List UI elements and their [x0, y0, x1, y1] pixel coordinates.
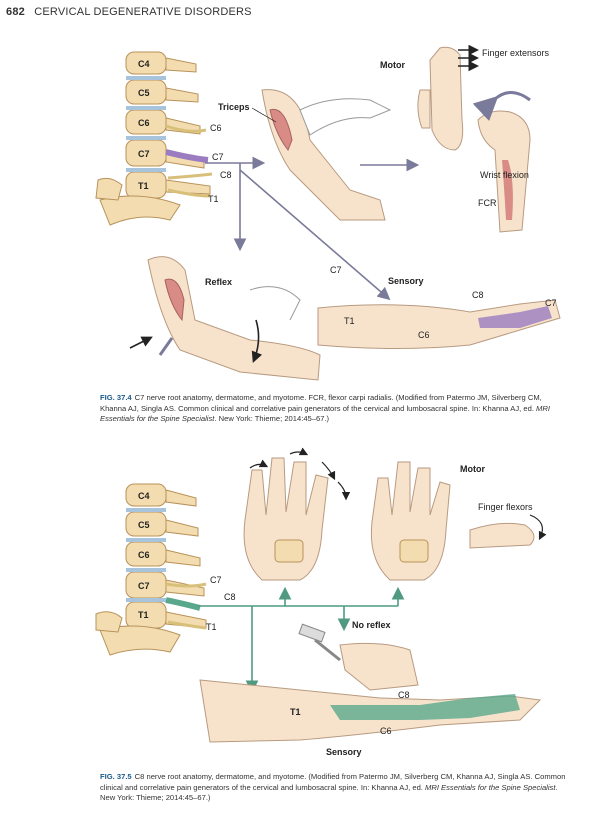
pathway-arrows: [205, 156, 420, 301]
dermatome-label: T1: [290, 707, 301, 717]
caption-book-title: MRI Essentials for the Spine Specialist: [425, 782, 556, 792]
cervical-spine-illustration: C4 C5 C6 C7 T1 C7 C8 T1: [95, 483, 236, 656]
page-number: 682: [6, 6, 25, 18]
dermatome-label: C6: [380, 726, 392, 736]
figure-37-4: C4 C5 C6 C7 T1 C6 C7 C8 T1 Triceps: [95, 44, 561, 381]
triceps-arm-illustration: Triceps: [218, 89, 392, 221]
caption-citation-end: . New York: Thieme; 2014:45–67.): [100, 782, 558, 803]
vertebra-label: C6: [138, 550, 150, 560]
vertebra-label: C7: [138, 581, 150, 591]
sensory-label: Sensory: [388, 276, 424, 286]
vertebra-label: T1: [138, 181, 149, 191]
sensory-label: Sensory: [326, 747, 362, 757]
fcr-label: FCR: [478, 198, 497, 208]
cervical-spine-illustration: C4 C5 C6 C7 T1 C6 C7 C8 T1: [95, 51, 232, 226]
sensory-forearm-illustration: Sensory C7 C8 C7 T1 C6: [317, 265, 561, 349]
root-label: C8: [220, 170, 232, 180]
vertebra-label: C5: [138, 520, 150, 530]
reflex-arm-illustration: Reflex: [129, 256, 321, 381]
dermatome-label: T1: [344, 316, 355, 326]
vertebra-label: C4: [138, 491, 150, 501]
vertebra-label: C6: [138, 118, 150, 128]
root-label: C6: [210, 123, 222, 133]
vertebra-label: T1: [138, 610, 149, 620]
dermatome-label: C8: [472, 290, 484, 300]
running-title: CERVICAL DEGENERATIVE DISORDERS: [34, 6, 252, 18]
pathway-arrows: [198, 586, 405, 694]
vertebra-label: C5: [138, 88, 150, 98]
motor-label: Motor: [460, 464, 485, 474]
wrist-flexion-label: Wrist flexion: [480, 170, 529, 180]
dermatome-label: C6: [418, 330, 430, 340]
figure-37-5: C4 C5 C6 C7 T1 C7 C8 T1 Motor: [95, 447, 547, 757]
reflex-label: Reflex: [205, 277, 232, 287]
no-reflex-label: No reflex: [352, 620, 391, 630]
sensory-forearm-illustration: T1 C8 C6 Sensory: [199, 679, 542, 757]
no-reflex-illustration: No reflex: [298, 620, 419, 691]
root-label: T1: [206, 622, 217, 632]
root-label: C8: [224, 592, 236, 602]
figure-number: FIG. 37.5: [100, 772, 132, 781]
motor-label: Motor: [380, 60, 405, 70]
caption-text: C8 nerve root anatomy, dermatome, and my…: [100, 772, 566, 792]
dermatome-label: C7: [545, 298, 557, 308]
page-header: 682 CERVICAL DEGENERATIVE DISORDERS: [6, 6, 252, 18]
vertebra-label: C7: [138, 149, 150, 159]
caption-citation-end: . New York: Thieme; 2014:45–67.): [214, 414, 330, 423]
dermatome-label: C8: [398, 690, 410, 700]
vertebra-label: C4: [138, 59, 150, 69]
finger-extensor-hand-illustration: Motor Finger extensors Wrist flexion FCR: [380, 44, 550, 233]
triceps-label: Triceps: [218, 102, 250, 112]
root-label: C7: [210, 575, 222, 585]
dermatome-label: C7: [330, 265, 342, 275]
figure-number: FIG. 37.4: [100, 393, 132, 402]
finger-flexors-label: Finger flexors: [478, 502, 533, 512]
caption-book-title: MRI Essentials for the Spine Specialist: [100, 403, 550, 424]
finger-extensors-label: Finger extensors: [482, 48, 550, 58]
caption-text: C7 nerve root anatomy, dermatome, and my…: [100, 393, 542, 413]
root-label: C7: [212, 152, 224, 162]
root-label: T1: [208, 194, 219, 204]
finger-flexor-hands-illustration: Motor Finger flexors: [243, 447, 547, 581]
